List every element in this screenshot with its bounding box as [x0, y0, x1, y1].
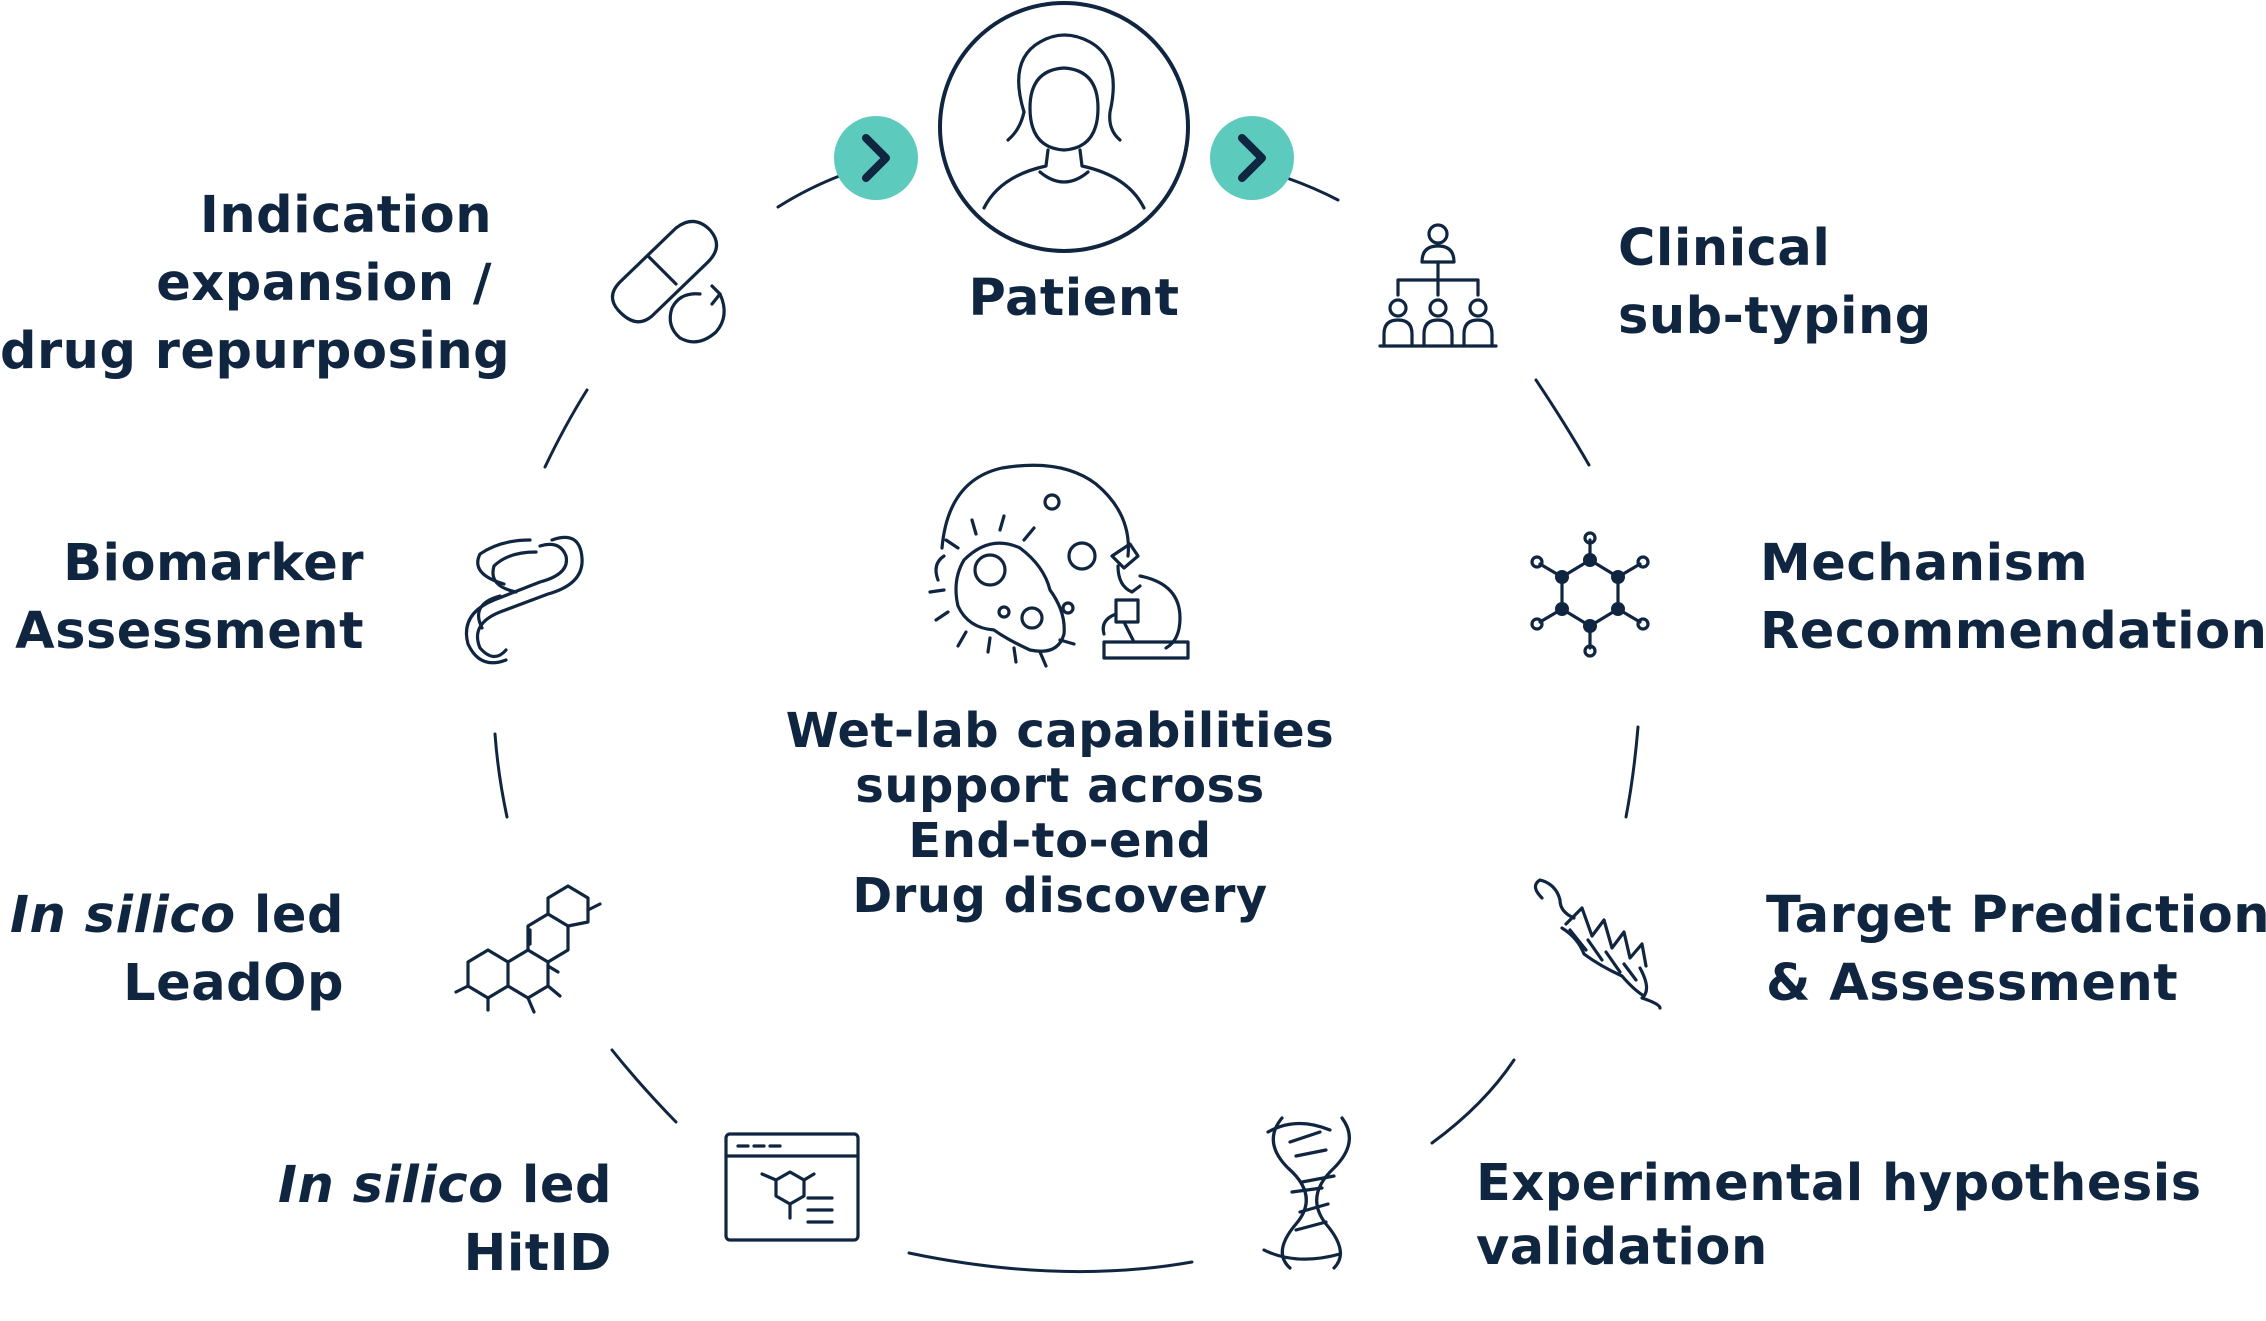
ring-segment — [776, 173, 844, 209]
label-line: Experimental hypothesis — [1476, 1154, 2202, 1213]
label-line: support across — [855, 758, 1265, 814]
label-line: Recommendation — [1760, 602, 2266, 661]
label-line: drug repurposing — [0, 322, 511, 381]
label-line: Target Prediction — [1766, 886, 2266, 945]
hierarchy-icon — [1378, 223, 1498, 348]
label-line: LeadOp — [123, 954, 344, 1013]
polycyclic-icon — [454, 884, 602, 1014]
label-line: Drug discovery — [852, 868, 1268, 924]
label-line: validation — [1476, 1218, 1768, 1277]
label-line: expansion / — [156, 254, 492, 313]
ring-segment — [907, 1251, 1194, 1274]
label-line: sub-typing — [1618, 287, 1932, 346]
target-prediction-label: Target Prediction & Assessment — [1766, 882, 2266, 1018]
clinical-subtyping-label: Clinical sub-typing — [1618, 215, 1932, 351]
experimental-validation-label: Experimental hypothesis validation — [1476, 1152, 2202, 1280]
label-text: led — [503, 1156, 612, 1215]
label-line: Indication — [199, 186, 492, 245]
label-line: HitID — [463, 1224, 612, 1283]
indication-expansion-label: Indication expansion / drug repurposing — [0, 182, 511, 386]
label-line: Wet-lab capabilities — [785, 703, 1335, 759]
biomarker-assessment-label: Biomarker Assessment — [0, 530, 364, 666]
label-line: End-to-end — [908, 813, 1212, 869]
chevron-right-icon — [834, 116, 918, 200]
protein-icon — [1533, 878, 1662, 1010]
label-line: Mechanism — [1760, 534, 2089, 593]
ring-segment — [1430, 1058, 1516, 1145]
italic-text: In silico — [10, 886, 236, 945]
ring-segment — [493, 732, 509, 819]
label-line: In silico led — [0, 882, 344, 950]
ring-segment — [543, 388, 589, 469]
label-text: led — [235, 886, 344, 945]
dna-icon — [1262, 1116, 1351, 1270]
insilico-leadop-label: In silico led LeadOp — [0, 882, 344, 1018]
insilico-hitid-label: In silico led HitID — [170, 1152, 612, 1288]
italic-text: In silico — [278, 1156, 504, 1215]
label-line: Clinical — [1618, 219, 1831, 278]
microbe-microscope-icon — [928, 463, 1190, 668]
cycle-ring — [493, 173, 1640, 1274]
ring-segment — [1285, 176, 1340, 202]
chevron-right-icon — [1210, 116, 1294, 200]
screen-molecule-icon — [724, 1132, 860, 1242]
mechanism-recommendation-label: Mechanism Recommendation — [1760, 530, 2266, 666]
patient-icon — [938, 1, 1190, 253]
label-line: Assessment — [15, 602, 364, 661]
ring-segment — [1534, 378, 1591, 467]
pill-cycle-icon — [610, 219, 726, 344]
ring-segment — [1624, 725, 1640, 819]
ribbon-icon — [465, 535, 584, 665]
label-line: & Assessment — [1766, 954, 2179, 1013]
ring-segment — [610, 1048, 678, 1124]
molecule-icon — [1530, 531, 1650, 658]
label-line: In silico led — [170, 1152, 612, 1220]
center-wet-lab-label: Wet-lab capabilities support across End-… — [760, 704, 1360, 924]
label-line: Biomarker — [63, 534, 364, 593]
patient-label: Patient — [968, 269, 1180, 328]
